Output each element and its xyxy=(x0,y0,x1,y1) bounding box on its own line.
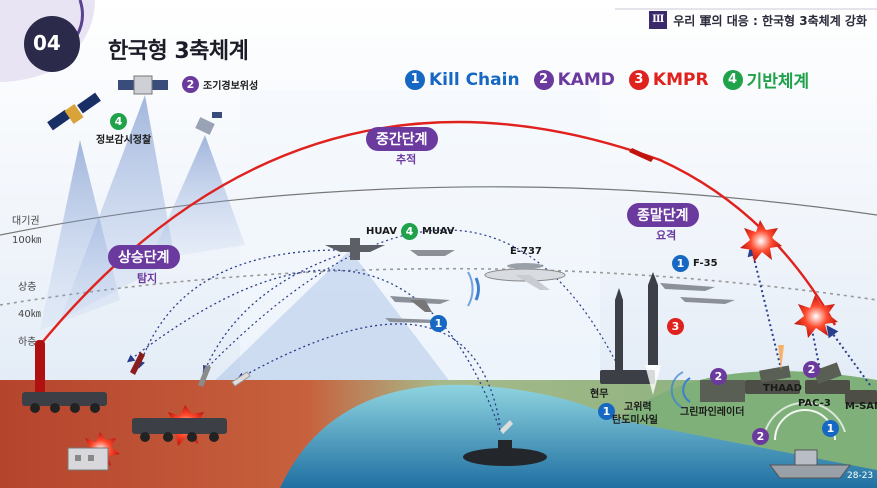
early-warning-satellite-label: 2 조기경보위성 xyxy=(182,76,258,93)
enemy-warhead-icon xyxy=(629,148,654,162)
recon-badge: 4 xyxy=(110,113,127,130)
radar-badge: 2 xyxy=(710,368,727,385)
section-title: 우리 軍의 대응 : 한국형 3축체계 강화 xyxy=(673,13,867,28)
terminal-phase-sub: 요격 xyxy=(656,229,677,242)
section-header: Ⅲ 우리 軍의 대응 : 한국형 3축체계 강화 xyxy=(649,11,867,29)
page-title: 한국형 3축체계 xyxy=(108,39,249,64)
midcourse-phase-label: 중간단계 xyxy=(366,127,438,151)
chapter-badge-circle xyxy=(24,16,80,72)
altitude-100km-label: 100㎞ xyxy=(12,235,42,246)
ship-kill-chain-badge: 1 xyxy=(822,420,839,437)
ballistic-label-line1: 고위력 xyxy=(624,402,652,413)
kmpr-badge: 3 xyxy=(667,318,684,335)
enemy-tel-vehicle-icon xyxy=(132,418,227,442)
f35-icon xyxy=(660,283,735,304)
boost-phase-label: 상승단계 xyxy=(108,245,180,269)
hyunmoo-badge: 1 xyxy=(598,403,615,420)
enemy-missile-launcher-icon xyxy=(22,340,107,413)
intercept-explosion-icon xyxy=(794,295,838,338)
msam-label: M-SAM xyxy=(845,401,877,412)
huav-icon xyxy=(325,238,385,260)
atmosphere-label: 대기권 xyxy=(12,216,40,227)
pac3-label: PAC-3 xyxy=(798,398,831,409)
midcourse-phase-sub: 추적 xyxy=(396,153,417,166)
intercept-explosion-icon xyxy=(740,220,782,262)
boost-phase-sub: 탐지 xyxy=(137,272,158,285)
ballistic-label-line2: 탄도미사일 xyxy=(612,415,658,426)
pac3-badge: 2 xyxy=(803,361,820,378)
legend-item-kmpr: 3 KMPR xyxy=(628,67,709,92)
recon-satellite-icon xyxy=(47,92,101,131)
pac3-launcher-icon xyxy=(805,362,850,394)
green-pine-label: 그린파인레이더 xyxy=(680,407,745,418)
terminal-phase-label: 종말단계 xyxy=(627,203,699,227)
recon-satellite-label: 정보감시정찰 xyxy=(96,135,152,146)
legend-item-kill-chain: 1 Kill Chain xyxy=(405,67,520,92)
legend-item-infrastructure: 4 기반체계 xyxy=(722,67,809,92)
ship-kamd-badge: 2 xyxy=(752,428,769,445)
hyunmoo-label: 현무 xyxy=(590,389,609,400)
e737-aircraft-icon xyxy=(467,263,566,307)
altitude-40km-label: 40㎞ xyxy=(18,309,41,320)
ballistic-missile-icon xyxy=(645,272,661,395)
msam-launcher-icon xyxy=(845,390,877,404)
f35-label: 1 F-35 xyxy=(672,255,718,272)
section-numeral: Ⅲ xyxy=(649,11,668,29)
enemy-facility-icon xyxy=(67,447,109,471)
uav-label: HUAV 4 MUAV xyxy=(366,223,455,240)
strike-badge: 1 xyxy=(430,315,447,332)
uav-surveillance-cone xyxy=(200,250,460,395)
e737-label: E-737 xyxy=(510,246,542,257)
muav-icon xyxy=(410,250,455,256)
submarine-icon xyxy=(463,420,547,466)
sea xyxy=(280,384,877,488)
fighter-jet-icon xyxy=(385,296,450,323)
green-pine-radar-icon xyxy=(670,371,745,409)
upper-layer-label: 상층 xyxy=(18,282,37,293)
thaad-label: THAAD xyxy=(763,383,802,394)
hyunmoo-missile-icon xyxy=(600,288,655,384)
aegis-destroyer-icon xyxy=(764,401,852,479)
lower-layer-label: 하층 xyxy=(18,337,37,348)
upper-layer-line xyxy=(0,267,877,306)
page-number: 28-23 xyxy=(847,471,874,481)
early-warning-satellite-icon xyxy=(118,75,168,95)
chapter-badge: 04 xyxy=(33,31,61,55)
satellite-small-icon xyxy=(195,112,222,135)
legend-item-kamd: 2 KAMD xyxy=(533,67,615,92)
thaad-launcher-icon xyxy=(745,345,800,394)
legend: 1 Kill Chain 2 KAMD 3 KMPR 4 기반체계 xyxy=(405,67,809,92)
